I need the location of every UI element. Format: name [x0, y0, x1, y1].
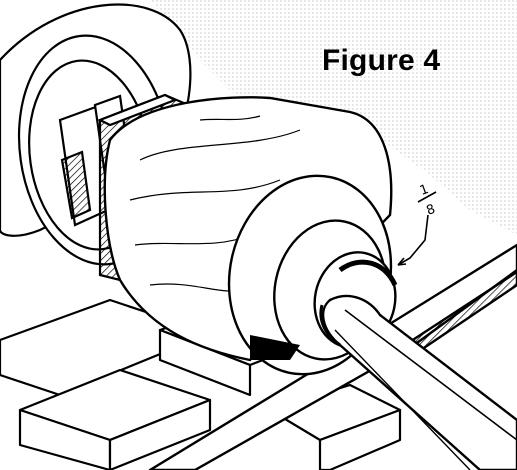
tool-rest-bar: [148, 243, 517, 470]
dimension-fraction-label: 1 8: [417, 182, 438, 218]
fraction-denominator: 8: [425, 202, 438, 218]
turning-gouge: [319, 294, 517, 470]
figure-title: Figure 4: [322, 44, 441, 77]
fraction-bar: [417, 191, 437, 203]
dimension-leader: [397, 214, 429, 266]
